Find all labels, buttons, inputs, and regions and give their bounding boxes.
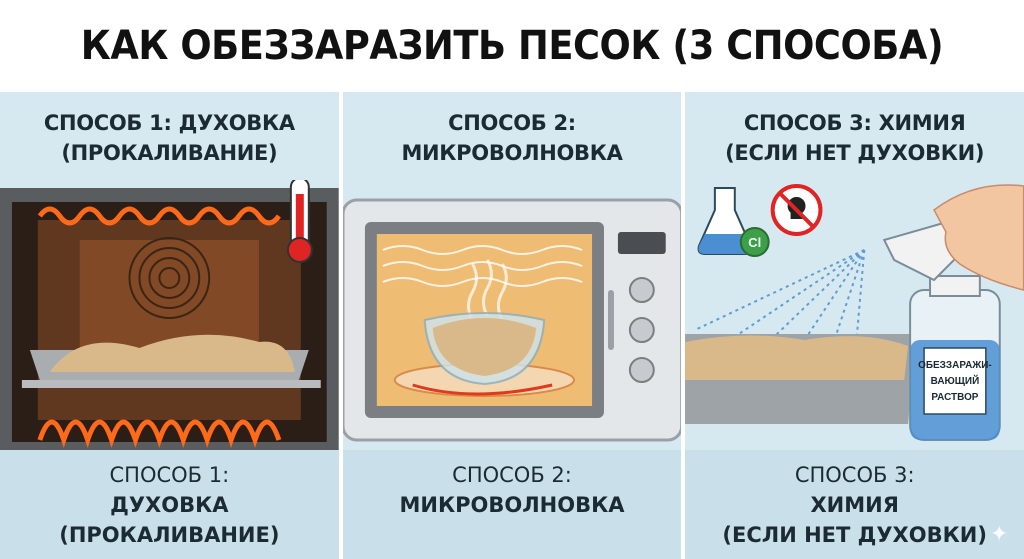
no-toxic-icon bbox=[771, 184, 823, 236]
steam bbox=[466, 259, 508, 321]
bottom-heating-element bbox=[37, 419, 282, 448]
bottle-label-bg bbox=[923, 347, 987, 415]
chemistry-sand bbox=[685, 335, 909, 380]
chemistry-top-line-2: (ЕСЛИ НЕТ ДУХОВКИ) bbox=[725, 141, 985, 165]
page-title: КАК ОБЕЗЗАРАЗИТЬ ПЕСОК (3 СПОСОБА) bbox=[80, 23, 944, 69]
thermometer-icon bbox=[286, 180, 313, 263]
rotation-arrow bbox=[411, 383, 553, 396]
chemistry-bottom-line-1: СПОСОБ 3: bbox=[794, 463, 915, 487]
panel-microwave: СПОСОБ 2: МИКРОВОЛНОВКА bbox=[342, 92, 682, 559]
oven-top-caption: СПОСОБ 1: ДУХОВКА (ПРОКАЛИВАНИЕ) bbox=[0, 108, 339, 168]
oven-bottom-caption: СПОСОБ 1: ДУХОВКА (ПРОКАЛИВАНИЕ) bbox=[0, 450, 339, 559]
chemistry-illustration: Cl bbox=[685, 184, 1024, 441]
oven-top-line-2: (ПРОКАЛИВАНИЕ) bbox=[61, 141, 278, 165]
flask-icon bbox=[697, 187, 753, 255]
oven-sand bbox=[49, 334, 295, 372]
microwave-bottom-line-2: МИКРОВОЛНОВКА bbox=[399, 493, 625, 517]
microwave-bottom-line-1: СПОСОБ 2: bbox=[452, 463, 572, 487]
bottle-label-line-2: ВАЮЩИЙ bbox=[931, 375, 980, 387]
microwave-handle bbox=[607, 290, 614, 350]
oven-fan bbox=[128, 237, 211, 319]
oven-bottom-line-3: (ПРОКАЛИВАНИЕ) bbox=[59, 523, 280, 547]
microwave-sand bbox=[432, 318, 536, 376]
chlorine-symbol: Cl bbox=[749, 235, 762, 250]
sparkle-icon: ✦ bbox=[990, 521, 1009, 546]
bottle-label-line-3: РАСТВОР bbox=[932, 392, 979, 403]
microwave-top-caption: СПОСОБ 2: МИКРОВОЛНОВКА bbox=[343, 108, 682, 168]
microwave-knob-3 bbox=[628, 357, 655, 383]
panel-oven: СПОСОБ 1: ДУХОВКА (ПРОКАЛИВАНИЕ) bbox=[0, 92, 339, 559]
oven-bottom-line-2: ДУХОВКА bbox=[110, 493, 229, 517]
microwave-illustration bbox=[342, 198, 682, 442]
panel-chemistry: СПОСОБ 3: ХИМИЯ (ЕСЛИ НЕТ ДУХОВКИ) Cl bbox=[685, 92, 1024, 559]
chlorine-badge bbox=[740, 227, 771, 257]
chemistry-bottom-line-3: (ЕСЛИ НЕТ ДУХОВКИ) bbox=[722, 523, 987, 547]
chemistry-bottom-caption: СПОСОБ 3: ХИМИЯ (ЕСЛИ НЕТ ДУХОВКИ) bbox=[685, 450, 1024, 559]
chemistry-top-caption: СПОСОБ 3: ХИМИЯ (ЕСЛИ НЕТ ДУХОВКИ) bbox=[685, 108, 1024, 168]
chemistry-bottom-line-2: ХИМИЯ bbox=[810, 493, 899, 517]
oven-rack bbox=[21, 380, 321, 388]
microwave-knob-1 bbox=[628, 277, 655, 303]
top-heating-element bbox=[37, 206, 281, 226]
microwave-top-line-1: СПОСОБ 2: bbox=[448, 111, 576, 135]
microwave-knob-2 bbox=[628, 317, 655, 343]
chemistry-top-line-1: СПОСОБ 3: ХИМИЯ bbox=[743, 111, 966, 135]
oven-top-line-1: СПОСОБ 1: ДУХОВКА bbox=[43, 111, 295, 135]
hand bbox=[933, 184, 1024, 291]
methods-panels: СПОСОБ 1: ДУХОВКА (ПРОКАЛИВАНИЕ) bbox=[0, 92, 1024, 559]
microwave-waves bbox=[382, 245, 583, 287]
oven-illustration bbox=[0, 180, 339, 450]
oven-bottom-line-1: СПОСОБ 1: bbox=[109, 463, 230, 487]
microwave-top-line-2: МИКРОВОЛНОВКА bbox=[401, 141, 623, 165]
microwave-bottom-caption: СПОСОБ 2: МИКРОВОЛНОВКА bbox=[342, 450, 682, 559]
microwave-display bbox=[617, 232, 666, 254]
bottle-label-line-1: ОБЕЗЗАРАЖИ- bbox=[918, 360, 992, 371]
